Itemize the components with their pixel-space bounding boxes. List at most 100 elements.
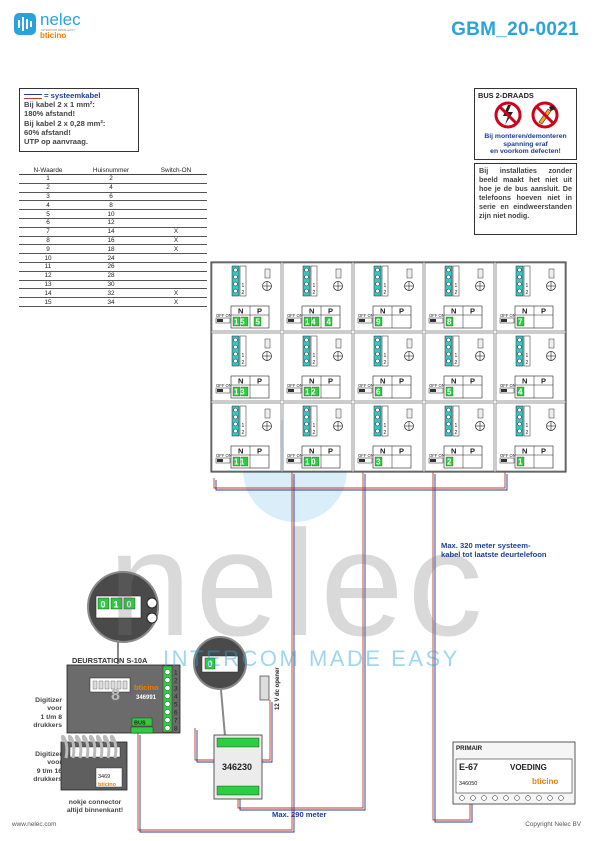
cell-huisnummer: 18 [77,244,145,255]
p-label: P [328,307,333,316]
terminal-screw-icon [164,677,171,683]
cell-n-waarde: 5 [19,209,77,219]
terminal-screw-icon [164,725,171,731]
cable-note-line: Bij kabel 2 x 1 mm²: [24,100,95,110]
connector-icon [548,268,555,279]
col-switch-on: Switch-ON [145,166,207,175]
terminal-number: 6 [174,710,178,717]
switch-label: OFF ON [287,383,303,388]
terminal-label: 2 [242,360,245,366]
p-label: P [257,307,262,316]
cell-n-waarde: 15 [19,297,77,307]
cell-switch-on [145,200,207,211]
switch-label: OFF ON [358,383,374,388]
dip-switch: OFF ON [286,453,303,464]
terminal-screw-icon [503,795,509,801]
screw-icon [333,351,343,361]
switch-label: OFF ON [429,383,445,388]
switch-label: OFF ON [358,453,374,458]
connector-icon [335,338,342,349]
cell-huisnummer: 10 [77,209,145,219]
bticino-logo: bticino [532,777,558,786]
cell-switch-on: X [145,297,207,307]
door-opener: 12 V dc opener [259,667,281,710]
zoom-digit-cell [123,597,136,610]
dip-switch: OFF ON [499,313,516,324]
cell-huisnummer: 16 [77,236,145,246]
terminal-label: 2 [526,360,529,366]
opener-label: 12 V dc opener [275,667,281,710]
terminal-screw-icon [481,795,487,801]
p-digit-cell [253,316,262,327]
cell-n-waarde: 4 [19,200,77,211]
terminal-label: 1 [455,283,458,289]
cell-huisnummer: 30 [77,280,145,290]
n-digit-cell [303,456,312,467]
terminal-block-icon: 12 [231,265,247,297]
watermark-tagline: INTERCOM MADE EASY [163,646,460,671]
switch-label: OFF ON [429,453,445,458]
switch-knob-icon [430,459,436,462]
switch-label: OFF ON [500,313,516,318]
dip-switch: OFF ON [357,383,374,394]
zoom-digit-cell [204,657,216,670]
screw-icon [262,421,272,431]
terminal-screw-icon [164,685,171,691]
n-value: 9 [376,318,382,327]
switch-label: OFF ON [287,453,303,458]
terminal-label: 1 [313,423,316,429]
system-cable [137,478,295,833]
screw-icon [333,281,343,291]
zoom-pointer [220,689,226,737]
switch-label: OFF ON [216,383,232,388]
cell-n-waarde: 2 [19,183,77,193]
switch-knob-icon [217,389,223,392]
n-digit-cell [445,386,454,397]
cell-huisnummer: 8 [77,200,145,211]
screw-icon [262,281,272,291]
cell-huisnummer: 28 [77,271,145,281]
p-label: P [399,307,404,316]
cell-huisnummer: 6 [77,192,145,202]
n-value: 15 [234,318,246,327]
terminal-block-icon: 12 [515,405,531,437]
terminal-block-icon: 12 [373,335,389,367]
terminal-block-icon: 12 [515,335,531,367]
terminal-label: 2 [242,290,245,296]
terminal-number: 8 [174,726,178,733]
terminal-screw-icon [536,795,542,801]
n-digit-cell [232,316,241,327]
cable-note-title: = systeemkabel [24,91,134,100]
n-label: N [309,377,314,386]
terminal-number: 1 [174,670,178,677]
terminal-label: 1 [384,283,387,289]
terminal-strip [162,665,173,733]
flat-cable-icon [81,735,90,759]
cable-note-line: UTP op aanvraag. [24,137,89,147]
screw-icon [546,281,556,291]
p-value: 5 [256,318,261,327]
switch-knob-icon [430,389,436,392]
flat-cable-icon [88,735,97,759]
n-digit-cell [240,386,249,397]
switch-knob-icon [288,389,294,392]
dip-switch: OFF ON [286,313,303,324]
dip-switch: OFF ON [357,453,374,464]
terminal-screw-icon [492,795,498,801]
flat-cable-icon [74,735,83,759]
cell-switch-on [145,262,207,272]
p-label: P [541,307,546,316]
cable-note-line: 60% afstand! [24,127,71,137]
dip-switch: OFF ON [215,313,232,324]
switch-label: OFF ON [500,453,516,458]
